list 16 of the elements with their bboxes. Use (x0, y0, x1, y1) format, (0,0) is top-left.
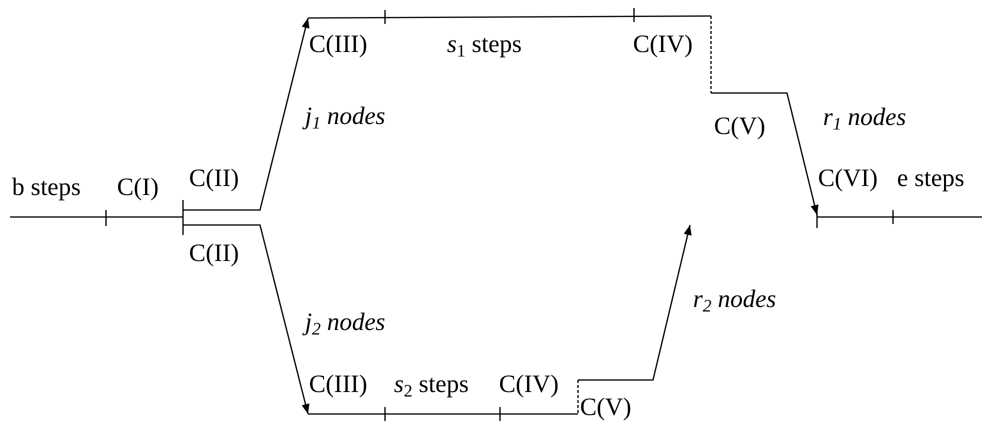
diagram-label: C(V) (714, 114, 766, 139)
diagram-label: C(II) (189, 166, 239, 191)
diagram-label: C(III) (309, 372, 368, 397)
diagram-label: C(VI) (818, 166, 878, 191)
diagram-label: C(IV) (499, 372, 559, 397)
diagram-label: C(V) (580, 395, 632, 420)
diagram-label: b steps (12, 175, 81, 200)
diagram-label: r$_{2}$ nodes (693, 287, 776, 312)
diagram-label: e steps (897, 166, 964, 191)
diagram-label: r$_{1}$ nodes (823, 105, 906, 130)
diagram-label: C(IV) (633, 32, 693, 57)
diagram-label: C(I) (117, 175, 159, 200)
diagram-label: C(II) (189, 241, 239, 266)
diagram-label: C(III) (309, 32, 368, 57)
diagram-label: s$_{1}$ steps (447, 32, 522, 57)
diagram-label: s$_{2}$ steps (394, 372, 469, 397)
